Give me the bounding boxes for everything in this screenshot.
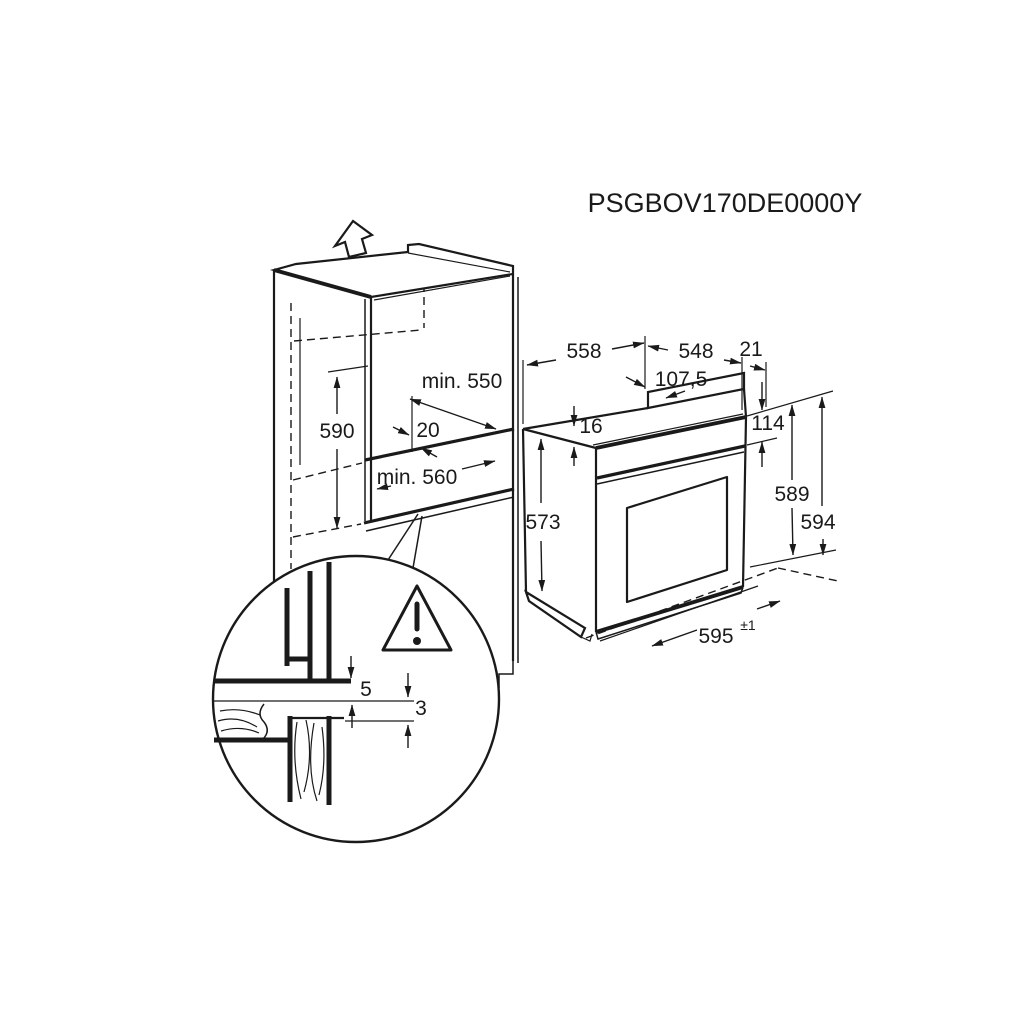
cabinet-drawing bbox=[269, 219, 519, 688]
height-589-dimension: 589 bbox=[774, 483, 809, 506]
detail-circle-outline bbox=[211, 554, 501, 844]
rear-offset-dimension: 107,5 bbox=[655, 368, 708, 391]
front-top-height-dimension: 114 bbox=[751, 412, 785, 435]
warning-icon bbox=[381, 584, 453, 652]
arrow-up-icon bbox=[331, 219, 375, 259]
niche-depth-bottom-dimension: min. 560 bbox=[377, 466, 458, 489]
oven-dimensions: 558 548 21 107,5 16 114 573 589 594 bbox=[522, 336, 837, 648]
gap-below-dimension: 3 bbox=[415, 697, 427, 720]
front-width-tolerance: ±1 bbox=[740, 617, 756, 633]
front-width-dimension: 595 bbox=[698, 625, 733, 648]
rear-clearance-dimension: 21 bbox=[739, 338, 762, 361]
product-code: PSGBOV170DE0000Y bbox=[588, 188, 863, 218]
oven-door-window bbox=[625, 475, 729, 604]
gap-above-dimension: 5 bbox=[360, 678, 372, 701]
niche-depth-top-dimension: min. 550 bbox=[422, 370, 503, 393]
oven-depth-dimension: 548 bbox=[678, 340, 713, 363]
clearance-dimension: 20 bbox=[416, 419, 439, 442]
niche-height-dimension: 590 bbox=[319, 420, 354, 443]
detail-circle: 5 3 bbox=[211, 554, 501, 844]
oven-top-width-dimension: 558 bbox=[566, 340, 601, 363]
total-height-dimension: 594 bbox=[800, 511, 835, 534]
cabinet-dimensions: 590 min. 550 20 min. 560 bbox=[319, 365, 503, 529]
top-edge-thickness-dimension: 16 bbox=[579, 415, 602, 438]
side-height-dimension: 573 bbox=[525, 511, 560, 534]
oven-drawing bbox=[521, 371, 839, 642]
